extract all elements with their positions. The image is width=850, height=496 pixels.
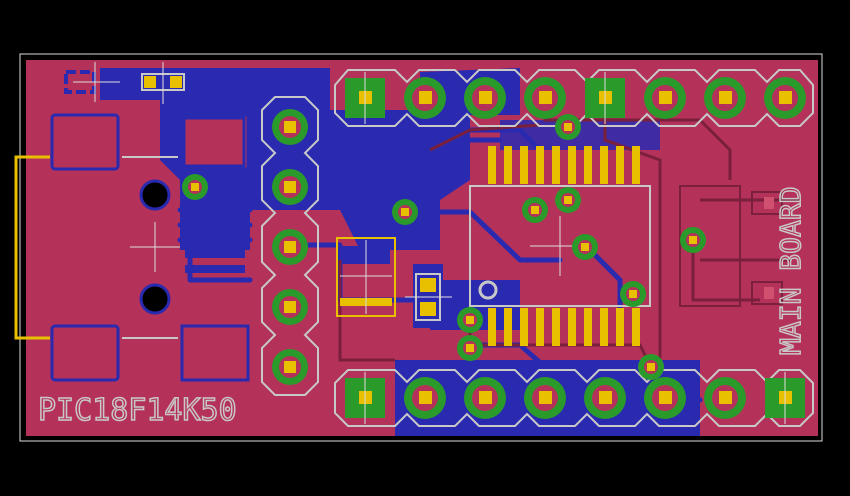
- chip-label: PIC18F14K50: [38, 393, 237, 428]
- right-smd-parts: [679, 185, 783, 307]
- crystal-component: [336, 237, 452, 328]
- smd-capacitor-top-left: [64, 62, 246, 168]
- left-pin-header: [261, 96, 319, 396]
- main-board-label: MAIN BOARD: [774, 186, 807, 355]
- bottom-pin-header: [334, 369, 814, 427]
- ic-pic18f14k50: [469, 146, 651, 346]
- top-pin-header: [334, 69, 814, 127]
- board-outline: [19, 53, 823, 442]
- vias: [182, 114, 706, 380]
